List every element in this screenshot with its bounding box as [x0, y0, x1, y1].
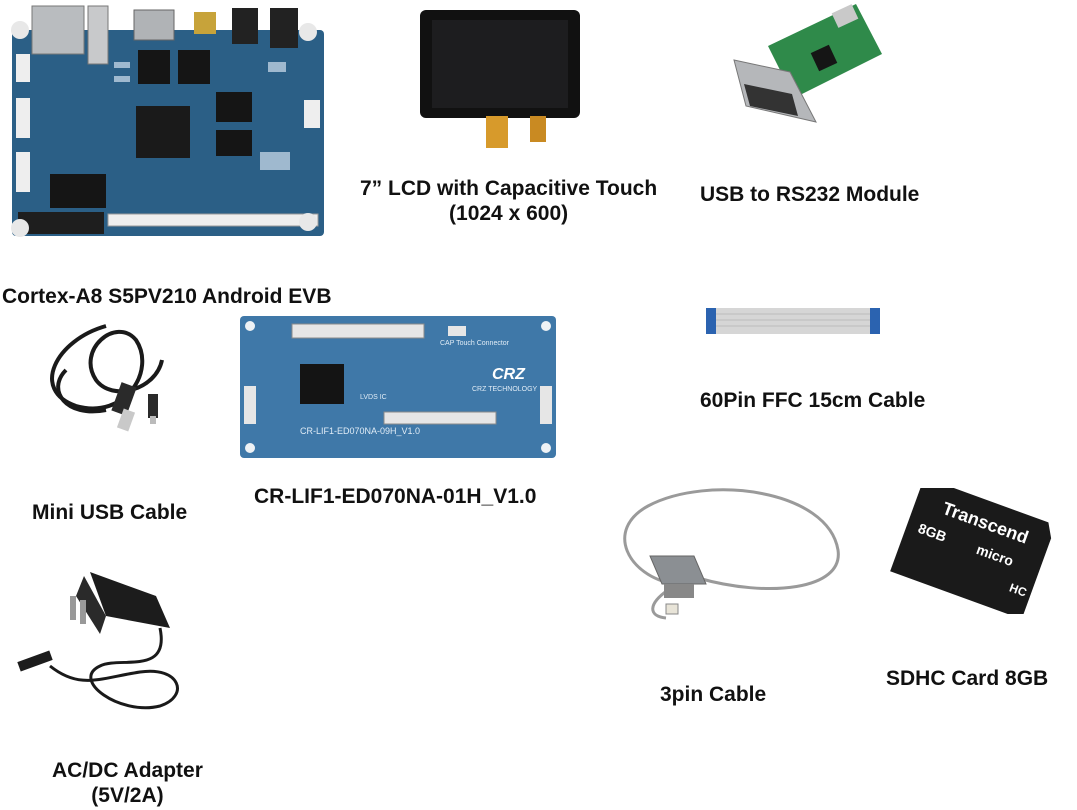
adapter-label: AC/DC Adapter (5V/2A) — [52, 758, 203, 808]
adapter-label-line2: (5V/2A) — [91, 784, 164, 807]
lif-logo-sub: CRZ TECHNOLOGY — [472, 386, 538, 393]
mini-usb-label: Mini USB Cable — [32, 501, 188, 524]
adapter-image — [10, 566, 190, 736]
mini-usb-cable-image — [36, 310, 176, 438]
lcd-label-line2: (1024 x 600) — [449, 202, 569, 225]
ffc-label: 60Pin FFC 15cm Cable — [700, 389, 926, 412]
evb-board-image — [8, 2, 328, 240]
lif-board-text: CR-LIF1-ED070NA-09H_V1.0 — [300, 426, 421, 436]
lif-chip-text: LVDS IC — [360, 394, 387, 401]
lcd-label-line1: 7” LCD with Capacitive Touch — [360, 177, 658, 200]
three-pin-cable-image — [608, 480, 842, 622]
usb-rs232-label: USB to RS232 Module — [700, 183, 920, 206]
adapter-label-line1: AC/DC Adapter — [52, 759, 203, 782]
evb-label: Cortex-A8 S5PV210 Android EVB — [2, 285, 332, 308]
lif-board-image: CRZ CRZ TECHNOLOGY CAP Touch Connector L… — [240, 316, 556, 458]
sdhc-card-image: Transcend 8GB micro HC — [884, 488, 1060, 614]
lif-logo: CRZ — [492, 366, 525, 383]
ffc-cable-image — [706, 306, 880, 336]
sd-hc-text: HC — [1008, 581, 1029, 600]
lcd-panel-image — [418, 8, 582, 152]
usb-rs232-module-image — [730, 2, 884, 142]
sdhc-label: SDHC Card 8GB — [886, 667, 1049, 690]
three-pin-label: 3pin Cable — [660, 683, 767, 706]
lif-label: CR-LIF1-ED070NA-01H_V1.0 — [254, 485, 537, 508]
lif-connector-text: CAP Touch Connector — [440, 340, 510, 347]
lcd-label: 7” LCD with Capacitive Touch (1024 x 600… — [360, 176, 657, 226]
